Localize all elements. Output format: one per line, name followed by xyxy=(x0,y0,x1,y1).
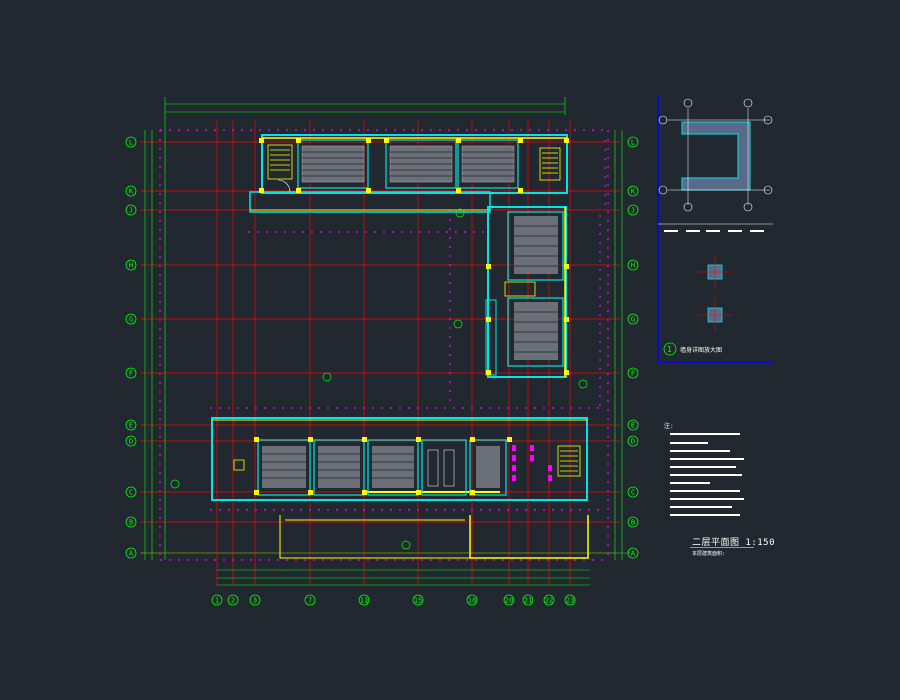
detail-caption: 墙身详图放大图 xyxy=(680,347,723,354)
right-axis-label: F xyxy=(631,370,635,378)
section-markers xyxy=(170,208,588,550)
right-axis-label: J xyxy=(631,207,635,215)
bottom-axis-bubble xyxy=(211,594,223,606)
right-axis-label: B xyxy=(631,519,635,527)
bottom-axis-label: 18 xyxy=(468,597,476,605)
dimension-lines xyxy=(140,97,630,586)
bottom-axis-bubble xyxy=(503,594,515,606)
left-axis-bubble xyxy=(125,516,137,528)
bottom-axis-label: 21 xyxy=(524,597,532,605)
bottom-axis-bubble xyxy=(466,594,478,606)
bottom-axis-label: 7 xyxy=(308,597,312,605)
bottom-axis-label: 20 xyxy=(505,597,513,605)
right-axis-bubble xyxy=(627,419,639,431)
left-axis-bubble xyxy=(125,435,137,447)
bottom-axis-bubble xyxy=(249,594,261,606)
bottom-axis-label: 2 xyxy=(231,597,235,605)
right-axis-label: E xyxy=(631,422,635,430)
plan-title-underline xyxy=(690,547,754,548)
bottom-axis-label: 15 xyxy=(414,597,422,605)
bottom-axis-label: 11 xyxy=(360,597,368,605)
left-axis-bubble xyxy=(125,367,137,379)
bottom-axis-bubble xyxy=(412,594,424,606)
right-axis-bubble xyxy=(627,313,639,325)
left-axis-bubble xyxy=(125,259,137,271)
right-axis-label: C xyxy=(631,489,635,497)
dimension-ticks xyxy=(159,129,610,561)
left-axis-label: J xyxy=(129,207,133,215)
bottom-axis-bubble xyxy=(227,594,239,606)
left-axis-label: B xyxy=(129,519,133,527)
bottom-axis-bubble xyxy=(564,594,576,606)
left-axis-bubble xyxy=(125,204,137,216)
bottom-axis-label: 23 xyxy=(566,597,574,605)
left-axis-bubble xyxy=(125,486,137,498)
left-axis-bubble xyxy=(125,547,137,559)
wall-detail-panel: 1 xyxy=(657,96,773,363)
right-axis-bubbles: L K J H G F ED C B A xyxy=(627,136,639,559)
right-axis-bubble xyxy=(627,367,639,379)
left-axis-label: E xyxy=(129,422,133,430)
right-axis-label: G xyxy=(631,316,635,324)
bottom-axis-label: 1 xyxy=(215,597,219,605)
left-axis-label: C xyxy=(129,489,133,497)
left-axis-bubble xyxy=(125,136,137,148)
left-axis-bubble xyxy=(125,185,137,197)
detail-number: 1 xyxy=(667,345,672,354)
left-axis-label: H xyxy=(129,262,133,270)
north-wing xyxy=(249,134,568,213)
bottom-axis-bubble xyxy=(304,594,316,606)
right-axis-bubble xyxy=(627,259,639,271)
general-notes-lines xyxy=(670,433,744,516)
right-axis-label: K xyxy=(631,188,636,196)
right-axis-label: D xyxy=(631,438,635,446)
left-axis-bubble xyxy=(125,313,137,325)
left-axis-bubbles: L K J H G F ED C B A xyxy=(125,136,137,559)
bottom-axis-bubble xyxy=(522,594,534,606)
right-axis-bubble xyxy=(627,547,639,559)
left-axis-label: A xyxy=(129,550,134,558)
left-axis-bubble xyxy=(125,419,137,431)
right-axis-bubble xyxy=(627,435,639,447)
right-axis-bubble xyxy=(627,516,639,528)
plan-subtitle: 本层建筑面积: xyxy=(692,551,726,557)
east-wing xyxy=(485,206,567,378)
left-axis-label: F xyxy=(129,370,133,378)
right-axis-label: A xyxy=(631,550,636,558)
left-axis-label: K xyxy=(129,188,134,196)
south-wing xyxy=(211,417,589,559)
right-axis-bubble xyxy=(627,486,639,498)
left-axis-label: D xyxy=(129,438,133,446)
right-axis-bubble xyxy=(627,204,639,216)
right-axis-label: L xyxy=(631,139,635,147)
right-axis-bubble xyxy=(627,185,639,197)
structural-columns xyxy=(254,138,569,495)
bottom-axis-label: 3 xyxy=(253,597,257,605)
right-axis-bubble xyxy=(627,136,639,148)
notes-heading: 注: xyxy=(664,423,674,430)
plan-title: 二层平面图 1:150 xyxy=(692,538,776,548)
left-axis-label: G xyxy=(129,316,133,324)
right-axis-label: H xyxy=(631,262,635,270)
bottom-axis-label: 22 xyxy=(545,597,553,605)
left-axis-label: L xyxy=(129,139,133,147)
bottom-axis-bubble xyxy=(543,594,555,606)
bottom-axis-bubble xyxy=(358,594,370,606)
